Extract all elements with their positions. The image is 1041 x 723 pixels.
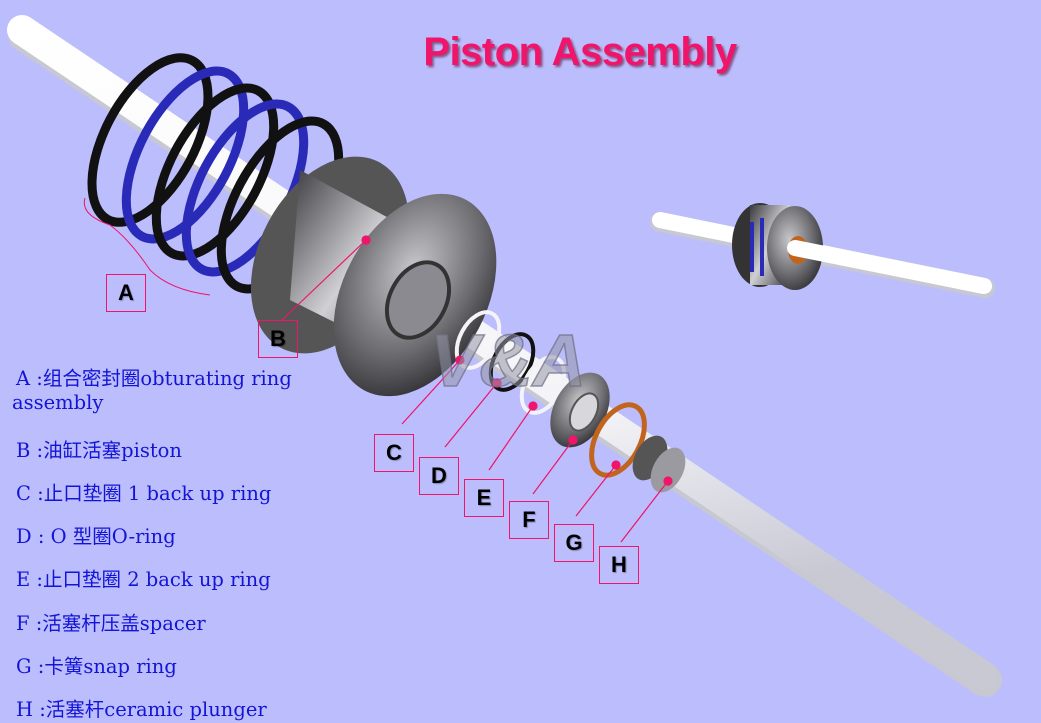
page-title: Piston Assembly	[423, 30, 737, 74]
legend-item-b: B :油缸活塞piston	[16, 439, 182, 462]
legend-item-f: F :活塞杆压盖spacer	[16, 612, 206, 635]
ceramic-plunger-sleeve	[632, 435, 686, 493]
back-up-ring-1	[454, 310, 502, 370]
watermark: V&A	[429, 318, 587, 403]
label-e: E	[464, 479, 504, 517]
spacer	[550, 372, 610, 448]
o-ring	[488, 332, 536, 392]
legend-item-a: A :组合密封圈obturating ring	[16, 367, 292, 390]
bracket-a	[83, 197, 211, 296]
label-f: F	[509, 501, 549, 539]
callout-lines	[281, 235, 673, 543]
legend-item-a-cont: assembly	[12, 391, 104, 414]
obturating-ring-assembly	[87, 53, 344, 294]
label-c: C	[374, 434, 414, 472]
legend-item-h: H :活塞杆ceramic plunger	[16, 698, 267, 721]
label-a: A	[106, 274, 146, 312]
legend-item-e: E :止口垫圈 2 back up ring	[16, 568, 271, 591]
label-g: G	[554, 524, 594, 562]
legend-item-c: C :止口垫圈 1 back up ring	[16, 482, 272, 505]
label-h: H	[599, 546, 639, 584]
legend-item-d: D : O 型圈O-ring	[16, 525, 176, 548]
label-b: B	[258, 320, 298, 358]
legend-item-g: G :卡簧snap ring	[16, 655, 177, 678]
label-d: D	[419, 457, 459, 495]
piston	[250, 156, 497, 397]
assembled-piston-view	[650, 203, 995, 298]
